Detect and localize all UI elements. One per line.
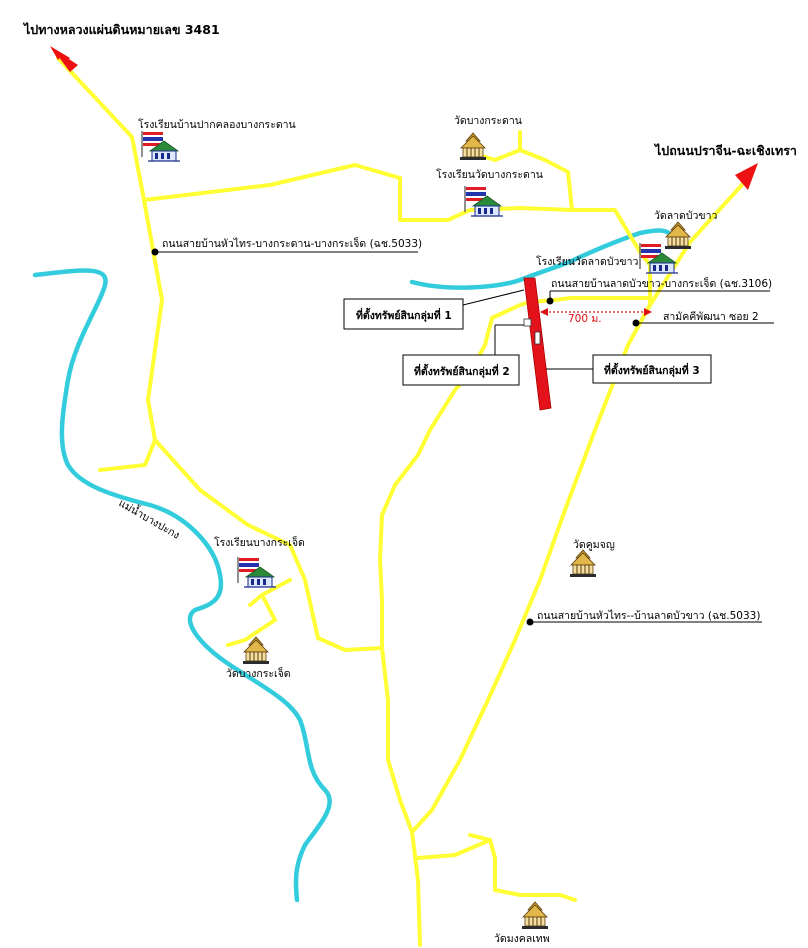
distance-label: 700 ม.	[568, 313, 602, 325]
school-flag-icon	[141, 130, 181, 162]
road-3106-label: ถนนสายบ้านลาดบัวขาว-บางกระเจ็ด (ฉช.3106)	[551, 276, 772, 290]
location-dot-icon	[632, 319, 640, 327]
bang-pakong-river	[32, 268, 332, 903]
temple-khum-chon-label: วัดคูมจญ	[573, 539, 615, 551]
school-wat-lat-bua-khao-label: โรงเรียนวัดลาดบัวขาว	[536, 255, 638, 268]
road-5033-north-label: ถนนสายบ้านหัวไทร-บางกระดาน-บางกระเจ็ด (ฉ…	[162, 236, 422, 250]
direction-northwest-label: ไปทางหลวงแผ่นดินหมายเลข 3481	[22, 22, 220, 37]
location-dot-icon	[526, 618, 534, 626]
property-group3-label: ที่ตั้งทรัพย์สินกลุ่มที่ 3	[604, 362, 700, 378]
road-top-connector	[142, 130, 574, 222]
property-group2-label: ที่ตั้งทรัพย์สินกลุ่มที่ 2	[414, 363, 510, 379]
road-bang-krachet-spur	[226, 578, 292, 647]
school-bang-krachet-label: โรงเรียนบางกระเจ็ด	[214, 535, 305, 549]
soi-2-label: สามัคคีพัฒนา ซอย 2	[663, 310, 759, 323]
river-branch	[409, 228, 673, 290]
direction-northeast-label: ไปถนนปราจีน-ฉะเชิงเทรา	[653, 143, 797, 158]
school-pak-khlong-label: โรงเรียนบ้านปากคลองบางกระดาน	[138, 118, 296, 131]
distance-arrow-right-icon	[644, 308, 652, 316]
property-group3-marker	[534, 331, 541, 345]
group3-box	[592, 354, 712, 384]
temple-icon	[459, 132, 487, 161]
location-dot-icon	[151, 248, 159, 256]
arrow-northeast-icon	[735, 163, 758, 190]
temple-icon	[569, 549, 597, 578]
school-flag-icon	[237, 556, 277, 588]
group1-box	[343, 298, 464, 330]
river-label: แม่น้ำบางปะกง	[117, 495, 183, 541]
location-dot-icon	[546, 297, 554, 305]
temple-icon	[521, 901, 549, 930]
property-group1-label: ที่ตั้งทรัพย์สินกลุ่มที่ 1	[356, 307, 452, 323]
road-west-spur	[98, 438, 157, 472]
temple-mongkhon-thep-label: วัดมงคลเทพ	[494, 933, 550, 945]
temple-bang-kradan-label: วัดบางกระดาน	[454, 115, 522, 127]
road-bottom-spur	[468, 833, 492, 842]
temple-lat-bua-khao-label: วัดลาดบัวขาว	[654, 210, 717, 222]
distance-arrow-left-icon	[540, 308, 548, 316]
property-group2-marker	[523, 318, 532, 327]
road-bottom-left	[416, 838, 577, 902]
leader-group1	[462, 289, 525, 306]
school-wat-bang-kradan-label: โรงเรียนวัดบางกระดาน	[436, 168, 543, 181]
arrow-northwest-head-icon	[52, 48, 78, 72]
road-5033-south-label: ถนนสายบ้านหัวไทร--บ้านลาดบัวขาว (ฉช.5033…	[537, 609, 760, 622]
group2-box	[402, 354, 520, 386]
temple-bang-krachet-label: วัดบางกระเจ็ด	[226, 666, 291, 680]
temple-icon	[664, 221, 692, 250]
road-northwest	[56, 56, 414, 834]
